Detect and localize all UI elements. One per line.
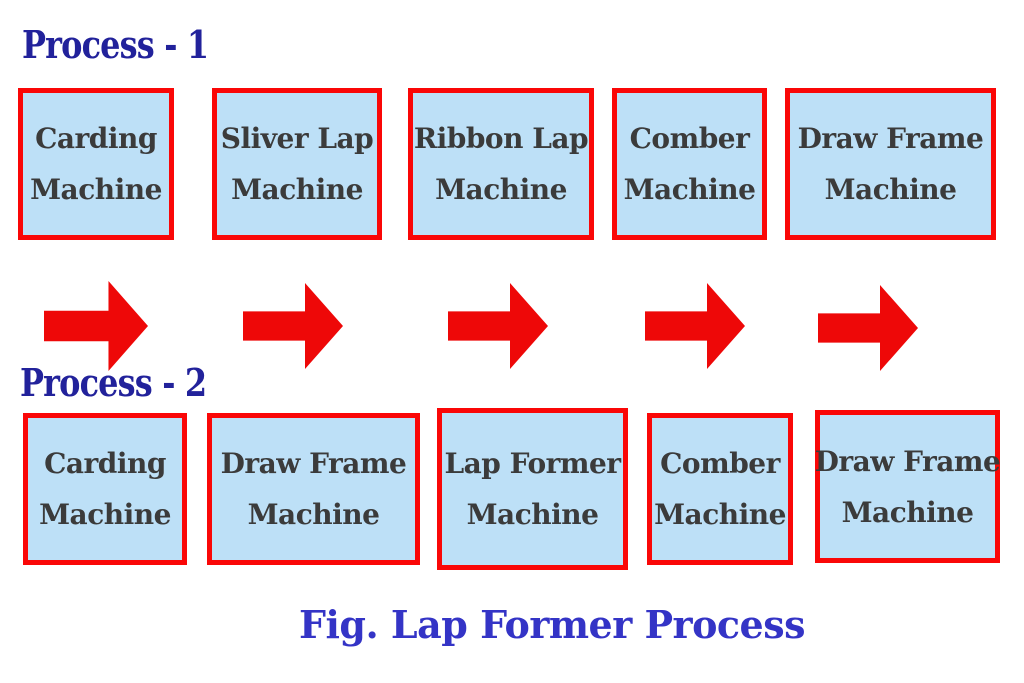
p2-box-lap-former-machine: Lap Former Machine [437, 408, 628, 570]
box-text-line: Machine [30, 173, 162, 206]
box-text-line: Machine [435, 173, 567, 206]
p1-box-carding-machine: Carding Machine [18, 88, 174, 240]
box-text-line: Comber [660, 447, 780, 480]
box-text-line: Machine [824, 173, 957, 206]
right-arrow-icon [448, 283, 548, 369]
box-text-line: Draw Frame [220, 447, 407, 480]
box-text-line: Draw Frame [797, 122, 984, 155]
box-text-line: Sliver Lap [220, 122, 374, 155]
p2-box-comber-machine: Comber Machine [647, 413, 793, 565]
right-arrow-icon [818, 285, 918, 371]
p1-box-draw-frame-machine: Draw Frame Machine [785, 88, 996, 240]
box-text-line: Machine [466, 498, 599, 531]
process-1-label: Process - 1 [22, 22, 209, 67]
box-text-line: Machine [623, 173, 756, 206]
right-arrow-icon [44, 281, 148, 371]
p2-box-draw-frame-machine: Draw Frame Machine [207, 413, 420, 565]
box-text-line: Machine [231, 173, 363, 206]
box-text-line: Carding [35, 122, 157, 155]
figure-caption: Fig. Lap Former Process [298, 602, 806, 647]
box-text-line: Carding [44, 447, 166, 480]
box-text-line: Machine [247, 498, 380, 531]
box-text-line: Lap Former [444, 447, 621, 480]
p2-box-draw-frame-machine: Draw Frame Machine [814, 410, 1001, 563]
p1-box-sliver-lap-machine: Sliver Lap Machine [212, 88, 382, 240]
p1-box-ribbon-lap-machine: Ribbon Lap Machine [408, 88, 594, 240]
process-2-label: Process - 2 [20, 360, 207, 405]
box-text-line: Comber [629, 122, 750, 155]
box-text-line: Machine [654, 498, 786, 531]
p2-box-carding-machine: Carding Machine [23, 413, 187, 565]
box-text-line: Ribbon Lap [413, 122, 589, 155]
box-text-line: Machine [841, 495, 974, 529]
box-text-line: Draw Frame [814, 444, 1001, 478]
right-arrow-icon [243, 283, 343, 369]
right-arrow-icon [645, 283, 745, 369]
p1-box-comber-machine: Comber Machine [612, 88, 767, 240]
box-text-line: Machine [39, 498, 171, 531]
